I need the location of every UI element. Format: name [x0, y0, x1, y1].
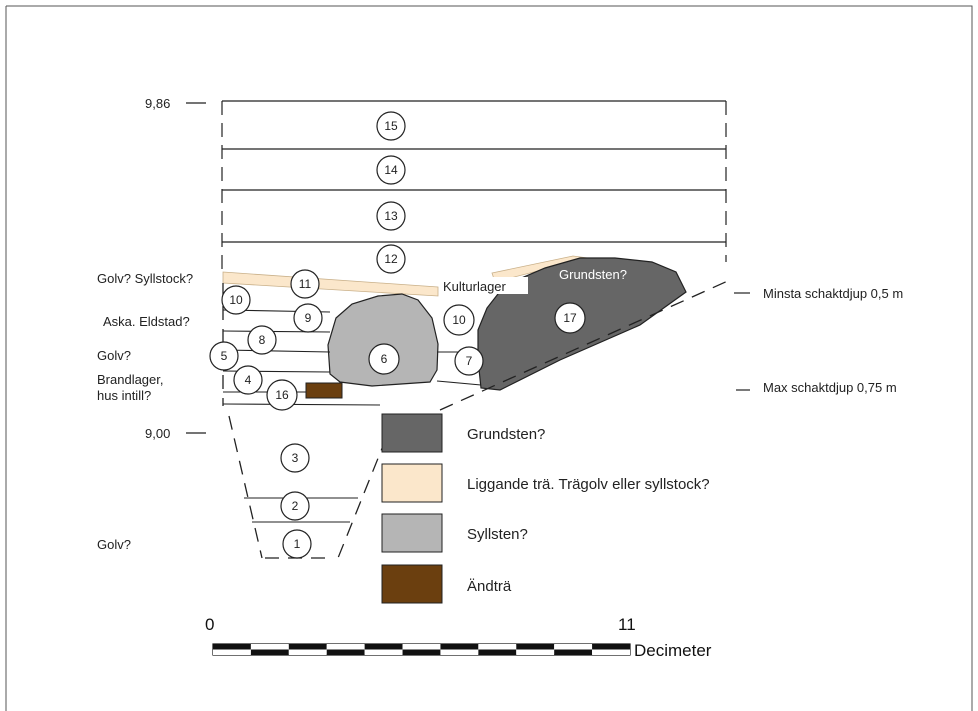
layer-3-marker: 3 — [280, 443, 310, 473]
scale-end-label: 11 — [618, 615, 636, 634]
scale-segment-top — [288, 644, 327, 650]
legend-label-andtra: Ändträ — [467, 578, 512, 595]
svg-text:15: 15 — [384, 119, 398, 133]
layer-11-marker: 11 — [290, 269, 320, 299]
note-golv-1: Golv? — [97, 348, 131, 363]
legend-swatch-wood — [381, 463, 443, 503]
layer-9-marker: 9 — [293, 303, 323, 333]
scale-segment-top — [402, 644, 441, 650]
layer-7-marker: 7 — [454, 346, 484, 376]
frame-border — [6, 5, 973, 711]
note-brandlager-line2: hus intill? — [97, 388, 151, 403]
scale-segment-top — [440, 644, 479, 650]
scale-segment-bottom — [554, 649, 593, 655]
svg-text:14: 14 — [384, 163, 398, 177]
label-kulturlager: Kulturlager — [443, 279, 507, 294]
layer-16-marker: 16 — [266, 379, 298, 411]
layer-8-marker: 8 — [247, 325, 277, 355]
layer-12-marker: 12 — [376, 244, 406, 274]
elevation-bottom-label: 9,00 — [145, 426, 170, 441]
scale-segment-bottom — [478, 649, 517, 655]
scale-segment-top — [554, 644, 593, 650]
scale-segment-top — [516, 644, 555, 650]
legend-label-wood: Liggande trä. Trägolv eller syllstock? — [467, 476, 710, 493]
svg-text:6: 6 — [381, 352, 388, 366]
svg-text:5: 5 — [221, 349, 228, 363]
svg-text:12: 12 — [384, 252, 398, 266]
note-golv-syllstock: Golv? Syllstock? — [97, 271, 193, 286]
legend-swatch-andtra — [381, 564, 443, 604]
scale-start-label: 0 — [205, 615, 214, 634]
cut-outline — [222, 279, 731, 559]
layer-6-marker: 6 — [368, 343, 400, 375]
layer-5-marker: 5 — [209, 341, 239, 371]
note-max-depth: Max schaktdjup 0,75 m — [763, 380, 897, 395]
scale-segment-top — [478, 644, 517, 650]
layer-1-marker: 1 — [282, 529, 312, 559]
svg-text:1: 1 — [294, 537, 301, 551]
scale-segments — [213, 644, 630, 655]
scale-segment-bottom — [440, 649, 479, 655]
note-brandlager-line1: Brandlager, — [97, 372, 164, 387]
svg-text:11: 11 — [299, 277, 312, 291]
andtra-block — [305, 382, 343, 399]
layer-4-marker: 4 — [233, 365, 263, 395]
svg-text:4: 4 — [245, 373, 252, 387]
scale-bar: 0 11 Decimeter — [205, 615, 712, 660]
layer-13-marker: 13 — [376, 201, 406, 231]
legend: Grundsten? Liggande trä. Trägolv eller s… — [381, 413, 710, 604]
scale-segment-top — [592, 644, 630, 650]
legend-label-syllsten: Syllsten? — [467, 526, 528, 543]
layer-14-marker: 14 — [376, 155, 406, 185]
svg-text:3: 3 — [292, 451, 299, 465]
scale-segment-bottom — [402, 649, 441, 655]
layer-markers: 15 14 13 12 11 10 9 8 5 4 16 6 10 7 17 3… — [209, 111, 586, 559]
upper-layer-lines — [221, 100, 727, 275]
layer-10-right-marker: 10 — [443, 304, 475, 336]
scale-segment-top — [364, 644, 403, 650]
note-aska-eldstad: Aska. Eldstad? — [103, 314, 190, 329]
legend-swatch-grundsten — [381, 413, 443, 453]
wood-strip-left — [222, 271, 439, 297]
legend-label-grundsten: Grundsten? — [467, 426, 545, 443]
svg-text:9: 9 — [305, 311, 312, 325]
scale-segment-bottom — [250, 649, 289, 655]
svg-text:17: 17 — [563, 311, 577, 325]
layer-17-marker: 17 — [554, 302, 586, 334]
scale-unit-label: Decimeter — [634, 641, 712, 660]
syllsten-shape — [327, 293, 439, 387]
svg-text:10: 10 — [229, 293, 243, 307]
scale-segment-top — [250, 644, 289, 650]
svg-text:10: 10 — [452, 313, 466, 327]
layer-10-left-marker: 10 — [221, 285, 251, 315]
scale-segment-bottom — [516, 649, 555, 655]
svg-text:16: 16 — [275, 388, 289, 402]
scale-segment-bottom — [288, 649, 327, 655]
legend-swatch-syllsten — [381, 513, 443, 553]
note-min-depth: Minsta schaktdjup 0,5 m — [763, 286, 903, 301]
note-golv-2: Golv? — [97, 537, 131, 552]
layer-2-marker: 2 — [280, 491, 310, 521]
scale-segment-bottom — [592, 649, 630, 655]
svg-text:13: 13 — [384, 209, 398, 223]
layer-15-marker: 15 — [376, 111, 406, 141]
scale-segment-top — [213, 644, 251, 650]
elevation-top-label: 9,86 — [145, 96, 170, 111]
scale-segment-bottom — [213, 649, 251, 655]
kulturlager-label-bg — [440, 277, 528, 294]
scale-segment-bottom — [364, 649, 403, 655]
scale-segment-bottom — [326, 649, 365, 655]
svg-text:2: 2 — [292, 499, 299, 513]
scale-segment-top — [326, 644, 365, 650]
label-grundsten-inline: Grundsten? — [559, 267, 627, 282]
svg-text:7: 7 — [466, 354, 473, 368]
svg-text:8: 8 — [259, 333, 266, 347]
